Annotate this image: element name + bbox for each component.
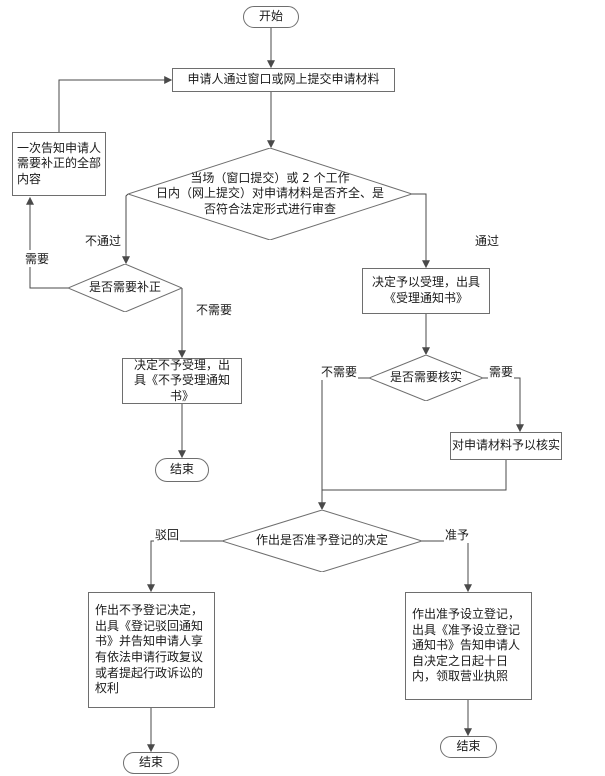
edge-label-rejected: 驳回 xyxy=(153,526,181,543)
need-verification-decision-node: 是否需要核实 xyxy=(369,355,483,401)
accept-application-node: 决定予以受理，出具《受理通知书》 xyxy=(362,268,490,314)
edge-needfix-to-notify xyxy=(26,196,68,289)
need-correction-label: 是否需要补正 xyxy=(88,280,161,295)
start-node: 开始 xyxy=(243,6,299,28)
edge-label-need-fix-yes: 需要 xyxy=(23,250,51,267)
edge-label-verify-no: 不需要 xyxy=(319,363,359,380)
review-decision-label: 当场（窗口提交）或 2 个工作 日内（网上提交）对申请材料是否齐全、是 否符合法… xyxy=(128,171,412,218)
end-node-left: 结束 xyxy=(155,458,209,482)
edge-needverify-to-decision xyxy=(318,377,369,511)
edge-notify-to-submit xyxy=(58,76,173,132)
edge-label-fail: 不通过 xyxy=(83,232,123,249)
review-line-1: 当场（窗口提交）或 2 个工作 xyxy=(190,170,350,185)
edge-decision-to-deny xyxy=(147,540,222,593)
edge-review-to-needfix xyxy=(122,193,130,265)
edge-label-pass: 通过 xyxy=(473,232,501,249)
need-correction-decision-node: 是否需要补正 xyxy=(68,264,182,312)
edge-review-to-accept xyxy=(412,193,430,269)
need-verification-label: 是否需要核实 xyxy=(389,370,462,385)
end-node-bottom-left: 结束 xyxy=(123,752,179,774)
edge-needverify-to-verify xyxy=(483,377,524,433)
diamond-shape xyxy=(222,510,422,572)
reject-application-node: 决定不予受理，出具《不予受理通知书》 xyxy=(122,358,242,404)
review-line-2: 日内（网上提交）对申请材料是否齐全、是 xyxy=(155,186,384,201)
submit-materials-node: 申请人通过窗口或网上提交申请材料 xyxy=(172,68,395,92)
registration-decision-node: 作出是否准予登记的决定 xyxy=(222,510,422,572)
registration-decision-label: 作出是否准予登记的决定 xyxy=(255,533,388,548)
edge-label-verify-yes: 需要 xyxy=(487,363,515,380)
diamond-shape xyxy=(128,148,412,240)
edge-label-granted: 准予 xyxy=(443,526,471,543)
diamond-shape xyxy=(68,264,182,312)
edge-label-need-fix-no: 不需要 xyxy=(194,301,234,318)
end-node-bottom-right: 结束 xyxy=(440,736,497,758)
notify-corrections-node: 一次告知申请人需要补正的全部内容 xyxy=(12,132,106,196)
edge-verify-to-join xyxy=(322,460,507,491)
edge-decision-to-grant xyxy=(422,540,472,593)
grant-registration-node: 作出准予设立登记，出具《准予设立登记通知书》告知申请人自决定之日起十日内，领取营… xyxy=(405,592,532,700)
review-line-3: 否符合法定形式进行审查 xyxy=(203,201,336,216)
diamond-shape xyxy=(369,355,483,401)
review-decision-node: 当场（窗口提交）或 2 个工作 日内（网上提交）对申请材料是否齐全、是 否符合法… xyxy=(128,148,412,240)
verify-materials-node: 对申请材料予以核实 xyxy=(450,432,562,460)
deny-registration-node: 作出不予登记决定，出具《登记驳回通知书》并告知申请人享有依法申请行政复议或者提起… xyxy=(88,592,215,708)
